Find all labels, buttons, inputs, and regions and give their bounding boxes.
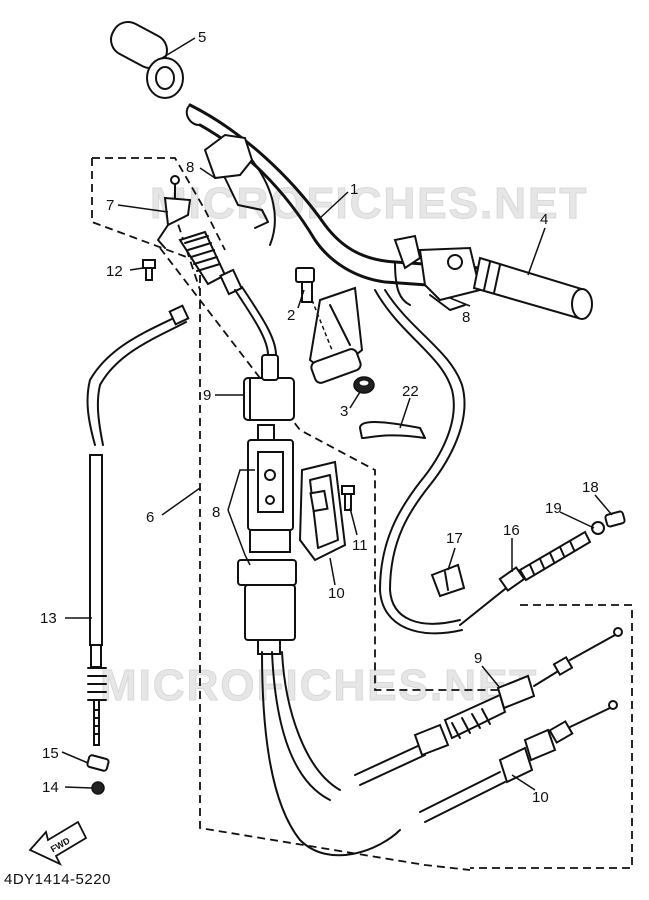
callout-2: 2 (287, 307, 295, 324)
fwd-arrow-icon: FWD (28, 820, 88, 866)
switch-housing (243, 354, 295, 421)
callout-17: 15 (42, 745, 59, 762)
diagram-code: 4DY1414-5220 (4, 871, 111, 888)
choke-lever (157, 175, 192, 249)
callout-13: 11 (352, 537, 368, 554)
callout-8-top: 8 (186, 159, 194, 176)
callout-6: 6 (146, 509, 154, 526)
cable-joint (591, 521, 605, 535)
callout-8-mid: 8 (212, 504, 220, 521)
group-boundary-cables (470, 604, 633, 869)
throttle-cable-b (419, 700, 618, 823)
callout-3: 3 (340, 403, 348, 420)
callout-18: 16 (503, 522, 520, 539)
bolt (295, 267, 315, 303)
nut (353, 376, 375, 394)
callout-11: 9 (203, 387, 211, 404)
cable-clip (359, 421, 426, 439)
switch-cover (298, 460, 347, 562)
callout-19: 17 (446, 530, 463, 547)
switch-lower-housing (237, 559, 297, 655)
callout-7: 7 (106, 197, 114, 214)
callout-1: 1 (350, 181, 358, 198)
throttle-cable-a (354, 627, 623, 786)
callout-21: 19 (545, 500, 562, 517)
callout-10: 10 (532, 789, 549, 806)
handlebar-holder (308, 286, 364, 384)
callout-15: 13 (40, 610, 57, 627)
callout-22: 22 (402, 383, 419, 400)
watermark-middle: MICROFICHES.NET (100, 661, 538, 710)
group-boundary-center (159, 247, 520, 691)
callout-14: 12 (106, 263, 123, 280)
callout-9: 9 (474, 650, 482, 667)
callout-16: 14 (42, 779, 59, 796)
watermark-top: MICROFICHES.NET (150, 179, 588, 228)
right-grip (472, 256, 593, 320)
clutch-cable-upper (86, 304, 190, 446)
brake-cable-end (459, 530, 592, 626)
switch-body (247, 424, 294, 553)
screw (142, 259, 156, 281)
switch-cable (178, 230, 277, 356)
cable-pin (604, 510, 626, 528)
callout-4: 4 (540, 211, 548, 228)
cable-bracket (430, 563, 466, 598)
throttle-cable (261, 651, 401, 857)
group-boundary-switch (91, 157, 471, 871)
callout-8-right: 8 (462, 309, 470, 326)
clutch-cable (87, 454, 107, 746)
callout-12: 10 (328, 585, 345, 602)
leader-lines (61, 37, 613, 791)
cable-adjuster (86, 754, 110, 772)
right-cable (374, 289, 466, 635)
cover-screw (341, 485, 355, 511)
callout-5: 5 (198, 29, 206, 46)
callout-20: 18 (582, 479, 599, 496)
locknut (91, 781, 105, 795)
left-grip (110, 21, 184, 99)
